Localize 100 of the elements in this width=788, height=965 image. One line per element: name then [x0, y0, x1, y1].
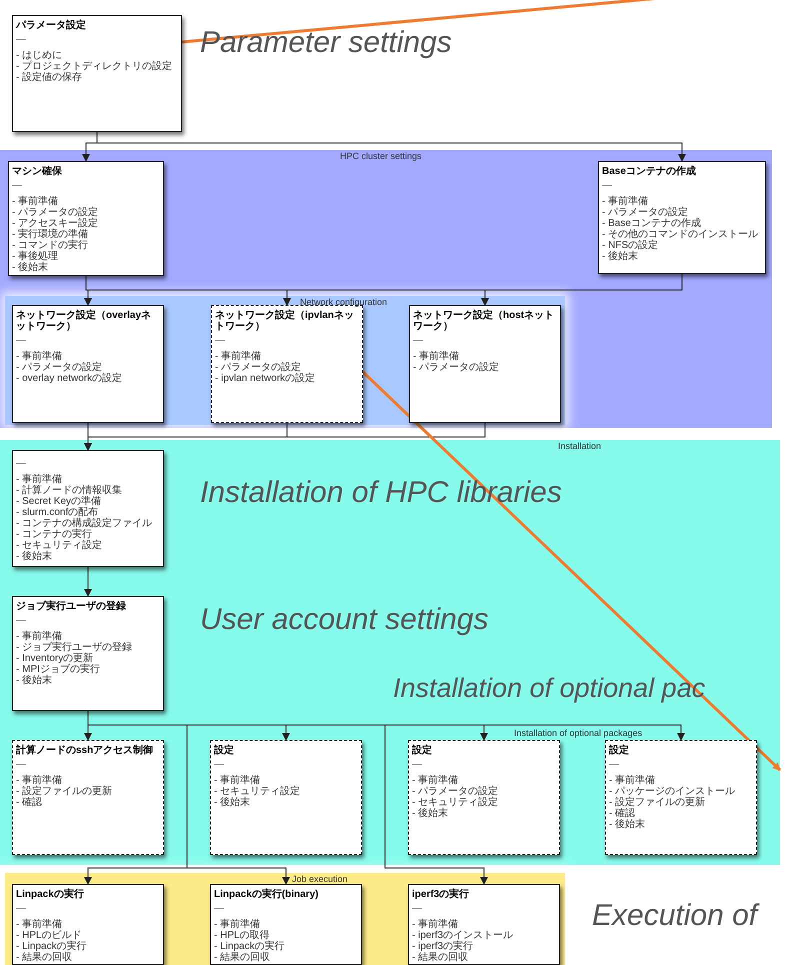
divider-text: —	[16, 335, 26, 346]
section-heading: HPC cluster settings	[340, 151, 422, 161]
list-item: - 事前準備	[412, 775, 458, 786]
card-title: 設定	[412, 745, 433, 756]
task-card	[408, 740, 560, 855]
list-item: - 事前準備	[16, 474, 62, 485]
list-item: - はじめに	[16, 50, 62, 61]
list-item: - 結果の回収	[214, 952, 270, 963]
list-item: - Secret Keyの準備	[16, 496, 102, 507]
section-heading: Installation	[558, 441, 602, 451]
list-item: - 設定ファイルの更新	[609, 797, 706, 808]
card-title: 設定	[214, 745, 235, 756]
list-item: - 事前準備	[16, 631, 62, 642]
divider-text: —	[412, 759, 422, 770]
list-item: - 事前準備	[16, 919, 62, 930]
list-item: - slurm.confの配布	[16, 507, 98, 518]
list-item: - 後始末	[412, 808, 448, 819]
divider-text: —	[412, 903, 422, 914]
task-card	[12, 450, 164, 567]
task-card	[210, 884, 362, 965]
annotation-text: Execution of	[592, 893, 758, 938]
card-title: ネットワーク設定（overlayネットワーク）	[16, 310, 152, 332]
task-card	[409, 305, 561, 423]
list-item: - 設定ファイルの更新	[16, 786, 112, 797]
list-item: - 結果の回収	[412, 952, 468, 963]
list-item: - 事前準備	[215, 351, 262, 362]
list-item: - パッケージのインストール	[609, 786, 736, 797]
card-title: パラメータ設定	[16, 20, 87, 31]
card-title: マシン確保	[12, 166, 63, 177]
task-card	[408, 884, 560, 965]
divider-text: —	[214, 903, 224, 914]
list-item: - コンテナの構成設定ファイル	[16, 518, 152, 529]
task-card	[211, 305, 363, 423]
card-title: ジョブ実行ユーザの登録	[16, 601, 127, 612]
list-item: - Baseコンテナの作成	[602, 218, 701, 229]
list-item: - 確認	[16, 797, 42, 808]
task-card	[12, 15, 182, 132]
divider-text: —	[609, 759, 619, 770]
list-item: - ジョブ実行ユーザの登録	[16, 642, 132, 653]
card-title: 計算ノードのsshアクセス制御	[16, 745, 154, 756]
section-band	[0, 440, 780, 865]
card-title: Baseコンテナの作成	[602, 166, 697, 177]
divider-text: —	[12, 180, 22, 191]
task-card	[12, 740, 164, 855]
list-item: - overlay networkの設定	[16, 373, 122, 384]
connector-arrow	[84, 422, 486, 451]
list-item: - 事前準備	[412, 919, 458, 930]
list-item: - 事前準備	[413, 351, 460, 362]
list-item: - 設定値の保存	[16, 72, 82, 83]
divider-text: —	[16, 458, 26, 469]
list-item: - セキュリティ設定	[412, 797, 498, 808]
list-item: - iperf3の実行	[412, 941, 474, 952]
task-card	[12, 884, 164, 965]
list-item: - パラメータの設定	[215, 362, 302, 373]
list-item: - 事前準備	[16, 351, 62, 362]
list-item: - コマンドの実行	[12, 240, 88, 251]
list-item: - HPLのビルド	[16, 930, 82, 941]
list-item: - 事前準備	[214, 919, 260, 930]
list-item: - パラメータの設定	[12, 207, 98, 218]
divider-text: —	[215, 335, 225, 346]
task-card	[605, 740, 757, 855]
annotation-text: User account settings	[200, 602, 488, 638]
list-item: - Linpackの実行	[16, 941, 87, 952]
task-card	[12, 596, 164, 711]
list-item: - 後始末	[214, 797, 250, 808]
task-card	[210, 740, 362, 855]
list-item: - Inventoryの更新	[16, 653, 94, 664]
connector-arrow	[84, 566, 92, 597]
list-item: - セキュリティ設定	[16, 540, 102, 551]
list-item: - Linpackの実行	[214, 941, 285, 952]
card-title: Linpackの実行	[16, 889, 85, 900]
list-item: - iperf3のインストール	[412, 930, 514, 941]
list-item: - 事前準備	[214, 775, 260, 786]
list-item: - パラメータの設定	[602, 207, 688, 218]
list-item: - ipvlan networkの設定	[215, 373, 316, 384]
list-item: - コンテナの実行	[16, 529, 92, 540]
list-item: - 後始末	[12, 262, 48, 273]
list-item: - 後始末	[602, 251, 638, 262]
list-item: - MPIジョブの実行	[16, 664, 100, 675]
list-item: - HPLの取得	[214, 930, 270, 941]
card-title: 設定	[609, 745, 630, 756]
card-title: ネットワーク設定（ipvlanネットワーク）	[215, 310, 355, 332]
list-item: - 事後処理	[12, 251, 58, 262]
list-item: - NFSの設定	[602, 240, 658, 251]
card-title: Linpackの実行(binary)	[214, 889, 320, 900]
task-card	[12, 305, 164, 423]
divider-text: —	[16, 34, 26, 45]
divider-text: —	[16, 615, 26, 626]
list-item: - 事前準備	[602, 196, 648, 207]
list-item: - 後始末	[16, 675, 52, 686]
card-title: ネットワーク設定（hostネットワーク）	[413, 310, 556, 332]
list-item: - 実行環境の準備	[12, 229, 88, 240]
divider-text: —	[602, 180, 612, 191]
list-item: - プロジェクトディレクトリの設定	[16, 61, 172, 72]
section-band	[5, 873, 565, 965]
list-item: - 後始末	[16, 551, 52, 562]
section-band	[0, 150, 772, 428]
annotation-text: Parameter settings	[200, 25, 452, 61]
list-item: - 確認	[609, 808, 636, 819]
divider-text: —	[16, 903, 26, 914]
